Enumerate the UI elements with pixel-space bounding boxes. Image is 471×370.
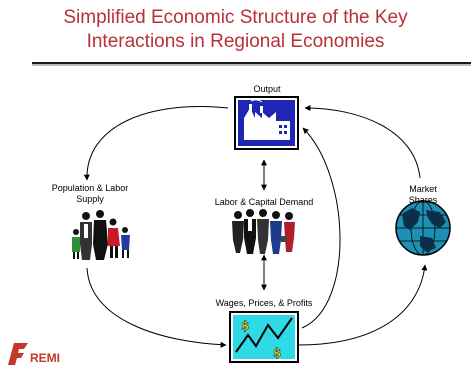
wages-prices-profits-label: Wages, Prices, & Profits	[215, 298, 313, 308]
arrow-output-to-population	[83, 106, 229, 181]
factory-icon	[234, 96, 299, 150]
arrow-wages-to-market	[297, 264, 428, 346]
title-divider-shadow	[32, 64, 471, 66]
rising-money-chart-icon: $ $	[229, 311, 299, 363]
svg-text:$: $	[241, 319, 249, 333]
page-title: Simplified Economic Structure of the Key…	[0, 6, 471, 54]
arrow-market-to-output	[304, 105, 421, 179]
market-shares-label: Market Shares	[408, 184, 438, 205]
arrow-wages-to-output	[301, 127, 341, 329]
flow-arrows	[83, 105, 428, 348]
title-line-1: Simplified Economic Structure of the Key	[63, 7, 408, 28]
output-label: Output	[253, 84, 281, 94]
globe-icon	[395, 200, 451, 256]
business-people-icon	[232, 209, 295, 254]
remi-logo-icon	[8, 343, 28, 365]
svg-text:$: $	[273, 346, 281, 360]
population-labor-supply-label: Population & Labor Supply	[51, 183, 129, 204]
title-line-2: Interactions in Regional Economies	[86, 31, 385, 52]
labor-capital-demand-label: Labor & Capital Demand	[214, 197, 314, 207]
arrow-population-to-wages	[86, 267, 227, 348]
remi-logo-text: REMI	[30, 351, 60, 365]
family-icon	[72, 210, 130, 260]
title-divider	[32, 62, 471, 64]
